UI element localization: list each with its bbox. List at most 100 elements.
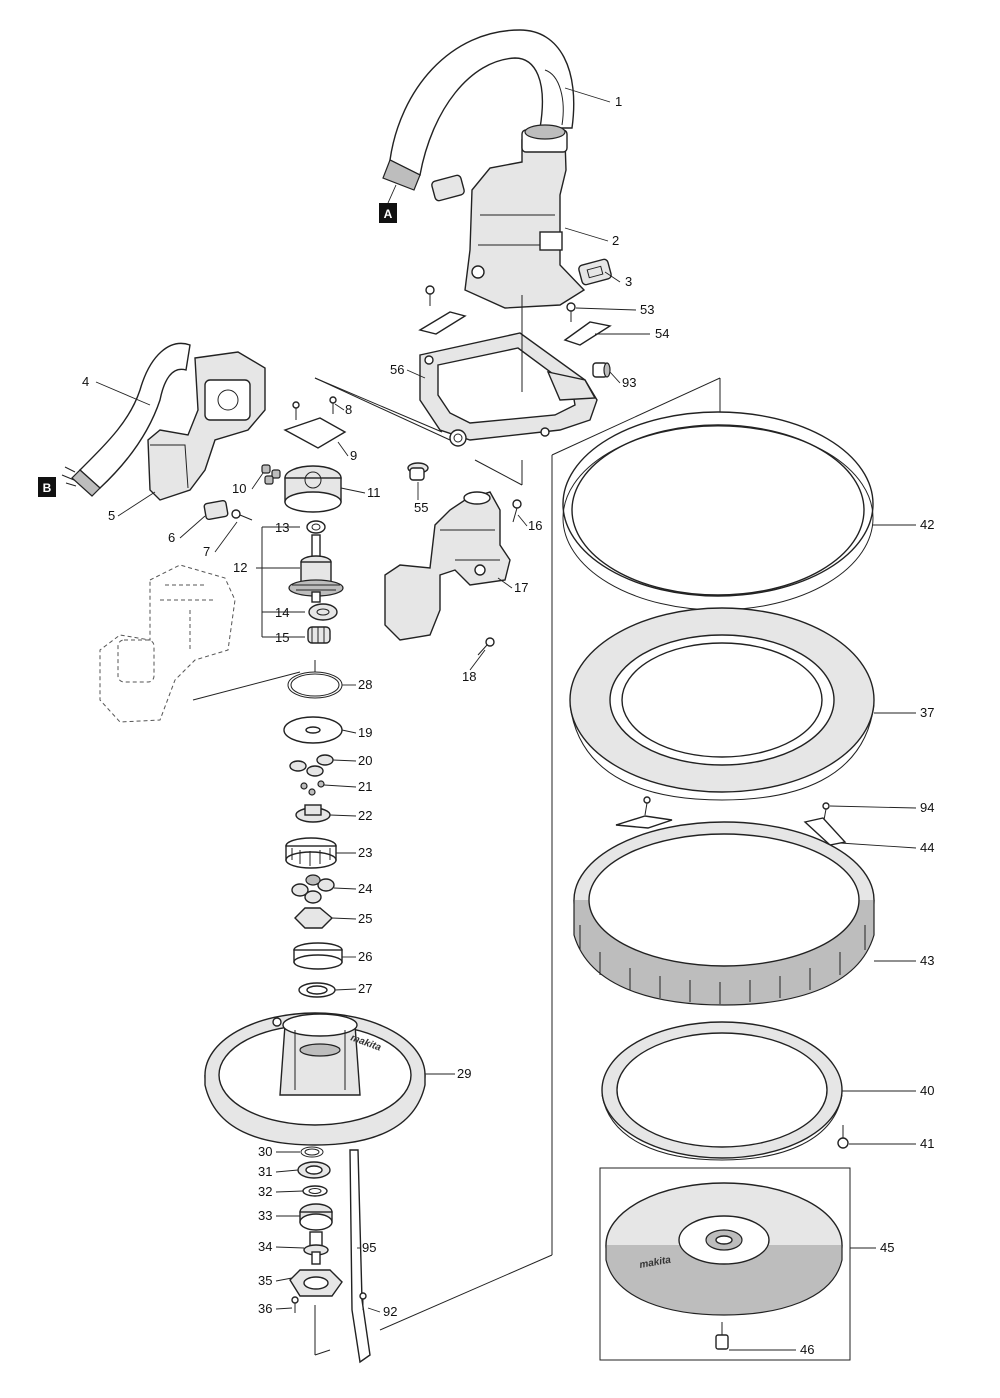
- nut-part-21: [300, 780, 325, 796]
- callout-leaders: [95, 87, 917, 1351]
- o-ring-part-28: [287, 671, 343, 699]
- callout-label-13: 13: [275, 520, 289, 535]
- callout-label-11: 11: [367, 485, 381, 500]
- leader-line-21: [323, 784, 357, 788]
- callout-label-46: 46: [800, 1342, 814, 1357]
- callout-label-9: 9: [350, 448, 357, 463]
- leader-line-24: [333, 887, 357, 890]
- callout-label-3: 3: [625, 274, 632, 289]
- screw-part-18: [477, 637, 495, 656]
- plate-part-9: [283, 417, 347, 449]
- leader-line-25: [331, 917, 357, 920]
- callout-label-94: 94: [920, 800, 934, 815]
- callout-label-2: 2: [612, 233, 619, 248]
- callout-label-19: 19: [358, 725, 372, 740]
- leader-line-92: [367, 1307, 381, 1313]
- callout-label-53: 53: [640, 302, 654, 317]
- leader-line-8: [334, 403, 345, 411]
- bearing-part-13: [306, 520, 326, 534]
- callout-label-23: 23: [358, 845, 372, 860]
- callout-label-95: 95: [362, 1240, 376, 1255]
- leader-line-4: [95, 381, 151, 406]
- leader-line-35: [275, 1277, 293, 1282]
- screw-part-16: [512, 499, 522, 523]
- leader-line-7: [214, 521, 238, 553]
- guide-line-bottom: [379, 1254, 553, 1331]
- brush-ring-part-43: [573, 821, 875, 1006]
- ring-part-37: [569, 607, 875, 801]
- callout-label-54: 54: [655, 326, 669, 341]
- callout-label-5: 5: [108, 508, 115, 523]
- marker-b-label: B: [43, 481, 52, 495]
- callout-label-16: 16: [528, 518, 542, 533]
- leader-line-2: [564, 227, 609, 242]
- pad-part-45: makita: [605, 1182, 843, 1316]
- callout-label-26: 26: [358, 949, 372, 964]
- callout-label-20: 20: [358, 753, 372, 768]
- screw-part-41: [837, 1125, 849, 1149]
- callout-label-44: 44: [920, 840, 934, 855]
- callout-label-17: 17: [514, 580, 528, 595]
- cap-part-3: [431, 174, 612, 286]
- carrier-part-25: [294, 907, 334, 929]
- flange-part-35: [289, 1269, 343, 1297]
- callout-label-30: 30: [258, 1144, 272, 1159]
- gear-part-15: [307, 626, 331, 644]
- callout-label-15: 15: [275, 630, 289, 645]
- leader-line-44: [839, 842, 917, 849]
- retaining-ring-part-30: [300, 1146, 324, 1158]
- callout-label-33: 33: [258, 1208, 272, 1223]
- leader-line-20: [332, 759, 357, 762]
- marker-a-box: [379, 203, 397, 223]
- bearing-part-31: [297, 1161, 331, 1179]
- washer-part-32: [302, 1185, 328, 1197]
- leader-line-9: [337, 441, 349, 457]
- screw-part-53: [425, 285, 576, 322]
- frame-part-56: [419, 332, 598, 447]
- callout-label-32: 32: [258, 1184, 272, 1199]
- plug-part-93: [592, 362, 611, 378]
- bearing-part-14: [308, 603, 338, 621]
- marker-b-box: [38, 477, 56, 497]
- leader-line-6: [179, 515, 206, 539]
- guide-line-frame-bottom: [474, 459, 523, 486]
- leader-line-32: [275, 1190, 304, 1193]
- armature-part-12: [288, 534, 344, 603]
- marker-a-label: A: [384, 207, 393, 221]
- callout-label-56: 56: [390, 362, 404, 377]
- leader-line-19: [341, 729, 357, 734]
- spindle-part-34: [303, 1231, 329, 1265]
- leader-line-27: [334, 988, 357, 991]
- leader-line-5: [117, 491, 156, 517]
- guide-line-frame-top: [314, 377, 443, 433]
- callout-label-40: 40: [920, 1083, 934, 1098]
- leader-line-93: [609, 371, 621, 384]
- washer-part-27: [298, 982, 336, 998]
- guide-line-frame-left: [314, 377, 451, 441]
- callout-label-93: 93: [622, 375, 636, 390]
- plug-part-55: [407, 462, 429, 481]
- callout-label-28: 28: [358, 677, 372, 692]
- leader-line-36: [275, 1307, 293, 1310]
- callout-label-4: 4: [82, 374, 89, 389]
- screw-part-8: [292, 396, 337, 420]
- clip-part-44: [615, 815, 847, 846]
- callout-label-12: 12: [233, 560, 247, 575]
- callout-label-21: 21: [358, 779, 372, 794]
- bolt-part-46: [715, 1322, 729, 1350]
- callout-label-24: 24: [358, 881, 372, 896]
- callout-label-10: 10: [232, 481, 246, 496]
- callout-label-43: 43: [920, 953, 934, 968]
- leader-line-34: [275, 1246, 305, 1249]
- callout-label-92: 92: [383, 1304, 397, 1319]
- base-plate-part-29: makita: [204, 1012, 426, 1146]
- screw-part-92: [359, 1292, 367, 1310]
- pad-frame-box: [599, 1167, 851, 1361]
- ring-part-40: [601, 1021, 843, 1161]
- seal-ring-part-42: [562, 411, 874, 611]
- leader-line-17: [497, 577, 513, 589]
- callout-label-41: 41: [920, 1136, 934, 1151]
- callout-label-36: 36: [258, 1301, 272, 1316]
